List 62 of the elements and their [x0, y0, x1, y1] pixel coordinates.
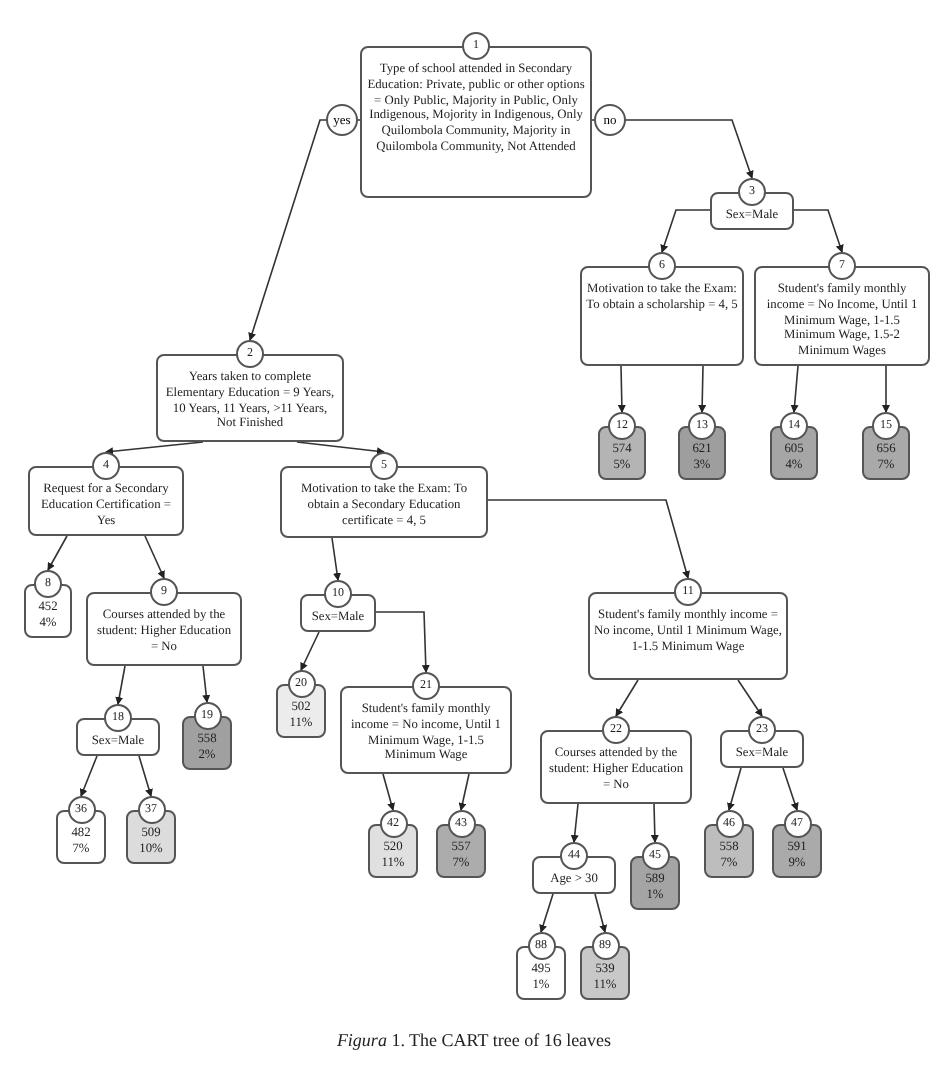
arrow [650, 803, 659, 843]
split-box [532, 842, 616, 894]
arrow [248, 119, 361, 341]
arrow [698, 365, 707, 413]
arrow [782, 767, 799, 811]
split-box [86, 578, 242, 666]
arrow [737, 679, 763, 717]
arrow [539, 893, 554, 933]
split-box [360, 32, 592, 198]
arrow [727, 767, 742, 811]
arrow [617, 365, 626, 413]
leaf-box [516, 932, 566, 1000]
arrow [793, 209, 844, 253]
arrow [382, 773, 395, 811]
split-box [156, 340, 344, 442]
leaf-box [24, 570, 72, 638]
arrow [882, 365, 890, 413]
arrow [594, 893, 608, 933]
leaf-box [862, 412, 910, 480]
arrow [570, 803, 579, 843]
arrow [615, 679, 639, 717]
leaf-box [598, 412, 646, 480]
leaf-box [126, 796, 176, 864]
arrow [487, 499, 690, 579]
leaf-box [182, 702, 232, 770]
split-box [754, 252, 930, 366]
split-box [300, 580, 376, 632]
arrow [660, 209, 711, 253]
caption: Figura 1. The CART tree of 16 leaves [334, 1030, 614, 1050]
arrow [375, 611, 430, 673]
leaf-box [276, 670, 326, 738]
arrow [458, 773, 470, 811]
split-box [280, 452, 488, 538]
leaf-box [704, 810, 754, 878]
arrow [790, 365, 799, 413]
split-box [540, 716, 692, 804]
split-box [28, 452, 184, 536]
leaf-box [436, 810, 486, 878]
arrow [79, 755, 98, 797]
arrow [144, 535, 165, 579]
arrow [591, 119, 754, 179]
leaf-box [770, 412, 818, 480]
arrow [115, 665, 126, 705]
arrow [202, 665, 211, 703]
arrow [138, 755, 153, 797]
split-box [588, 578, 788, 680]
leaf-box [678, 412, 726, 480]
split-box [340, 672, 512, 774]
arrow [296, 441, 385, 456]
arrow [331, 537, 341, 581]
arrow [47, 535, 68, 571]
leaf-box [368, 810, 418, 878]
leaf-box [772, 810, 822, 878]
split-box [76, 704, 160, 756]
leaf-box [580, 932, 630, 1000]
split-box [710, 178, 794, 230]
leaf-box [630, 842, 680, 910]
split-box [720, 716, 804, 768]
leaf-box [56, 796, 106, 864]
split-box [580, 252, 744, 366]
arrow [105, 441, 204, 456]
arrow [300, 631, 320, 671]
